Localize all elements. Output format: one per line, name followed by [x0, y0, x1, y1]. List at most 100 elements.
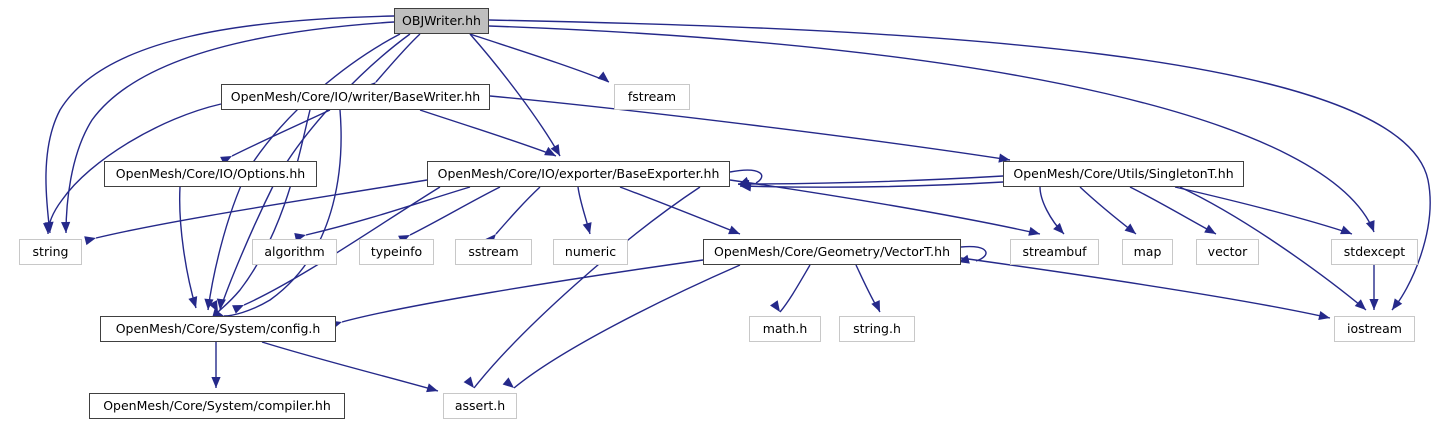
arrowhead-objwriter-to-config [204, 298, 214, 310]
arrowhead-basewriter-to-config [212, 308, 224, 318]
graph-node-label: OpenMesh/Core/IO/exporter/BaseExporter.h… [437, 165, 720, 181]
edge-singletont-to-baseexporter [737, 175, 1004, 185]
edge-baseexporter-to-config [243, 186, 441, 306]
graph-node-stdexcept[interactable]: stdexcept [1331, 239, 1418, 265]
arrowhead-baseexporter-to-streambuf [1028, 226, 1040, 236]
graph-node-baseexporter[interactable]: OpenMesh/Core/IO/exporter/BaseExporter.h… [427, 161, 730, 187]
arrowhead-config-to-compiler [211, 377, 221, 388]
edge-basewriter-to-singletont [489, 95, 1011, 161]
arrowhead-basewriter-to-string [43, 222, 53, 234]
edge-objwriter-to-basewriter [375, 33, 421, 83]
graph-node-label: iostream [1347, 320, 1402, 336]
arrowhead-singletont-to-streambuf [1053, 222, 1064, 234]
graph-node-sstream[interactable]: sstream [455, 239, 532, 265]
arrowhead-singletont-to-vector [1204, 224, 1216, 234]
graph-node-vector[interactable]: vector [1196, 239, 1259, 265]
graph-node-label: string [32, 243, 69, 259]
graph-node-label: assert.h [454, 397, 506, 413]
edge-objwriter-to-string [65, 21, 395, 234]
arrowhead-baseexporter-to-string [84, 236, 96, 246]
edge-baseexporter-to-string [95, 179, 428, 239]
arrowhead-basewriter-to-options [220, 156, 232, 166]
graph-node-label: fstream [627, 88, 677, 104]
graph-node-label: map [1133, 243, 1162, 259]
graph-node-singletont[interactable]: OpenMesh/Core/Utils/SingletonT.hh [1003, 161, 1244, 187]
graph-node-label: OpenMesh/Core/IO/writer/BaseWriter.hh [230, 88, 481, 104]
arrowhead-objwriter-to-config [216, 298, 226, 310]
graph-node-label: algorithm [264, 243, 325, 259]
edge-vectort-to-config [341, 259, 704, 323]
graph-node-label: vector [1207, 243, 1248, 259]
arrowhead-vectort-to-mathh [770, 300, 780, 312]
arrowhead-objwriter-to-iostream [1392, 298, 1403, 310]
graph-node-typeinfo[interactable]: typeinfo [359, 239, 434, 265]
edge-basewriter-to-options [231, 109, 331, 157]
arrowhead-vectort-to-stringh [871, 300, 880, 312]
arrowhead-basewriter-to-config [208, 300, 218, 312]
arrowhead-objwriter-to-fstream [597, 71, 609, 82]
arrowhead-baseexporter-to-numeric [582, 222, 592, 234]
edge-vectort-to-vectort [960, 245, 987, 262]
graph-node-vectort[interactable]: OpenMesh/Core/Geometry/VectorT.hh [703, 239, 961, 265]
arrowhead-vectort-to-asserth [502, 377, 514, 388]
edge-vectort-to-asserth [513, 264, 741, 389]
graph-node-numeric[interactable]: numeric [553, 239, 628, 265]
graph-node-stringh[interactable]: string.h [839, 316, 915, 342]
edge-singletont-to-stdexcept [1174, 186, 1353, 235]
graph-node-objwriter[interactable]: OBJWriter.hh [394, 8, 489, 34]
edge-objwriter-to-fstream [469, 33, 610, 83]
edge-singletont-to-baseexporter [739, 181, 1004, 188]
graph-node-label: OpenMesh/Core/Geometry/VectorT.hh [714, 243, 950, 259]
graph-node-map[interactable]: map [1122, 239, 1173, 265]
graph-node-mathh[interactable]: math.h [749, 316, 821, 342]
arrowhead-baseexporter-to-config [232, 305, 244, 314]
graph-node-fstream[interactable]: fstream [614, 84, 690, 110]
edge-basewriter-to-config [223, 109, 342, 317]
graph-node-config[interactable]: OpenMesh/Core/System/config.h [100, 316, 336, 342]
edge-objwriter-to-iostream [488, 19, 1431, 311]
graph-node-label: sstream [468, 243, 519, 259]
graph-node-compiler[interactable]: OpenMesh/Core/System/compiler.hh [89, 393, 345, 419]
edge-baseexporter-to-streambuf [729, 179, 1041, 235]
graph-node-label: OBJWriter.hh [402, 12, 481, 28]
arrowhead-config-to-asserth [426, 383, 438, 393]
graph-node-label: streambuf [1022, 243, 1087, 259]
edge-vectort-to-iostream [960, 257, 1331, 319]
graph-node-label: OpenMesh/Core/Utils/SingletonT.hh [1013, 165, 1234, 181]
edge-baseexporter-to-algorithm [305, 186, 471, 236]
edge-baseexporter-to-sstream [495, 186, 541, 235]
graph-node-asserth[interactable]: assert.h [443, 393, 517, 419]
edge-baseexporter-to-vectort [619, 186, 741, 235]
edge-objwriter-to-stdexcept [488, 25, 1375, 233]
graph-node-streambuf[interactable]: streambuf [1010, 239, 1099, 265]
edge-baseexporter-to-asserth [473, 186, 701, 389]
edge-singletont-to-iostream [1179, 186, 1367, 311]
arrowhead-basewriter-to-baseexporter [544, 146, 556, 156]
arrowhead-singletont-to-map [1124, 223, 1136, 234]
edge-objwriter-to-baseexporter [469, 33, 561, 157]
graph-node-label: OpenMesh/Core/IO/Options.hh [115, 165, 306, 181]
arrowhead-singletont-to-stdexcept [1340, 225, 1352, 235]
arrowhead-options-to-config [188, 296, 198, 308]
arrowhead-objwriter-to-stdexcept [1365, 220, 1375, 232]
graph-node-label: math.h [762, 320, 808, 336]
graph-node-iostream[interactable]: iostream [1334, 316, 1415, 342]
edge-objwriter-to-string [45, 15, 395, 234]
graph-node-label: typeinfo [370, 243, 423, 259]
arrowhead-baseexporter-to-asserth [463, 376, 474, 388]
edge-vectort-to-mathh [779, 264, 811, 313]
edge-baseexporter-to-typeinfo [409, 186, 501, 236]
edge-options-to-config [179, 186, 197, 309]
edge-baseexporter-to-baseexporter [729, 169, 763, 184]
arrowhead-stdexcept-to-iostream [1369, 299, 1379, 310]
graph-node-string[interactable]: string [19, 239, 82, 265]
arrowhead-vectort-to-iostream [1318, 311, 1330, 321]
graph-node-algorithm[interactable]: algorithm [252, 239, 337, 265]
graph-node-label: string.h [853, 320, 901, 336]
arrowhead-singletont-to-iostream [1354, 299, 1366, 310]
arrowhead-objwriter-to-string [61, 221, 71, 233]
graph-node-basewriter[interactable]: OpenMesh/Core/IO/writer/BaseWriter.hh [221, 84, 490, 110]
graph-node-options[interactable]: OpenMesh/Core/IO/Options.hh [104, 161, 317, 187]
